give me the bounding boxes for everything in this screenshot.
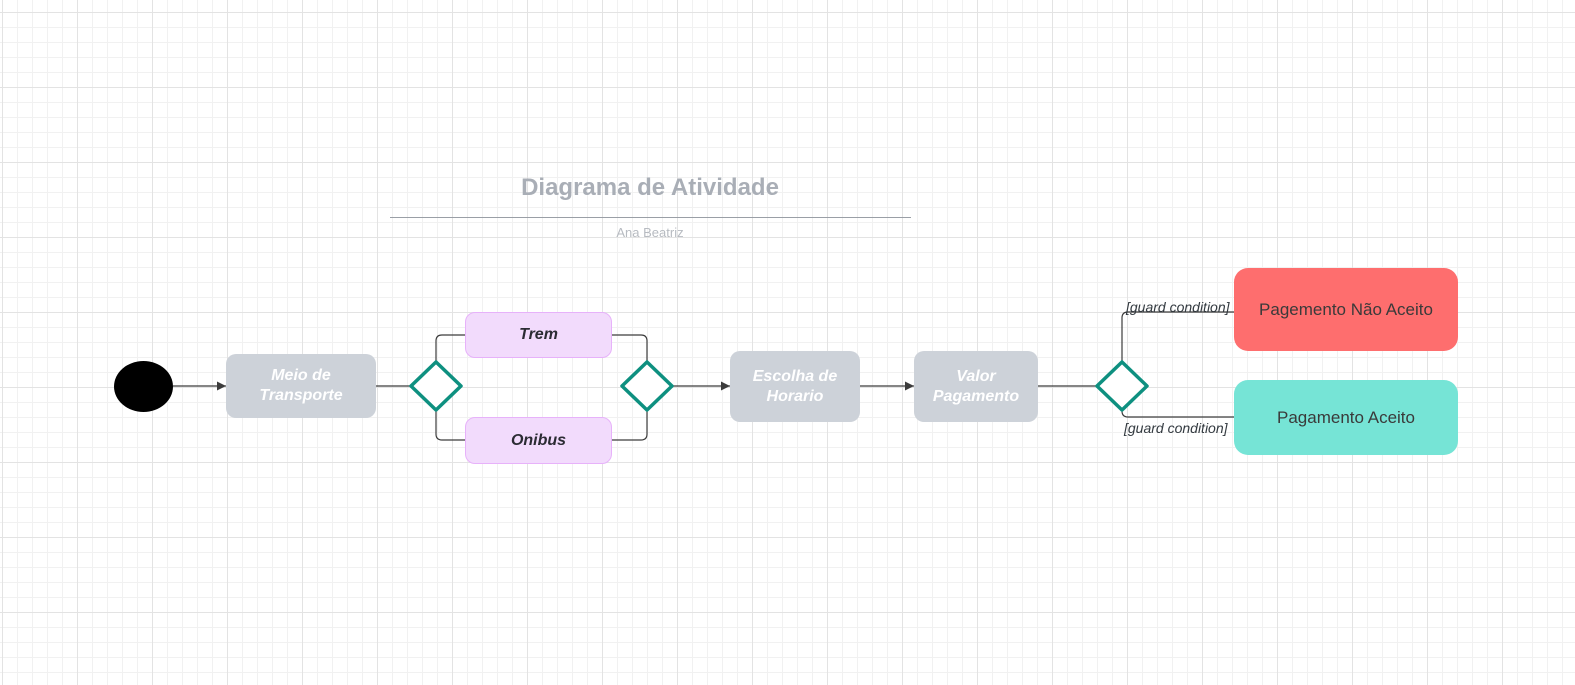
start-node[interactable]	[114, 361, 173, 412]
edge-decision-to-rejected	[1121, 311, 1234, 361]
edge-decision-to-accepted	[1121, 410, 1234, 418]
node-pagamento-aceito[interactable]: Pagamento Aceito	[1234, 380, 1458, 455]
node-pagamento-aceito-label: Pagamento Aceito	[1277, 407, 1415, 427]
node-meio-transporte-label: Meio de Transporte	[259, 367, 343, 404]
node-onibus-label: Onibus	[510, 431, 567, 449]
node-valor-pagamento[interactable]: Valor Pagamento	[914, 351, 1038, 422]
payment-decision-diamond[interactable]	[1095, 360, 1149, 412]
node-trem[interactable]: Trem	[465, 312, 612, 358]
node-escolha-horario-label: Escolha de Horario	[752, 367, 838, 405]
node-onibus[interactable]: Onibus	[465, 417, 612, 464]
guard-label-lower: [guard condition]	[1124, 420, 1228, 436]
title-divider	[390, 217, 911, 218]
node-pagamento-nao-aceito-label: Pagemento Não Aceito	[1259, 299, 1433, 319]
node-pagamento-nao-aceito[interactable]: Pagemento Não Aceito	[1234, 268, 1458, 351]
fork-diamond[interactable]	[409, 360, 463, 412]
node-meio-transporte[interactable]: Meio de Transporte	[226, 354, 376, 418]
edge-fork-to-trem	[435, 334, 465, 361]
guard-label-upper: [guard condition]	[1126, 299, 1230, 315]
join-diamond[interactable]	[620, 360, 674, 412]
edge-fork-to-onibus	[435, 411, 465, 441]
node-valor-pagamento-label: Valor Pagamento	[932, 367, 1020, 405]
edge-trem-to-join	[611, 334, 648, 361]
edge-onibus-to-join	[611, 411, 648, 441]
diagram-subtitle: Ana Beatriz	[616, 225, 684, 240]
diagram-title: Diagrama de Atividade	[521, 174, 779, 201]
node-trem-label: Trem	[519, 326, 558, 343]
node-escolha-horario[interactable]: Escolha de Horario	[730, 351, 860, 422]
